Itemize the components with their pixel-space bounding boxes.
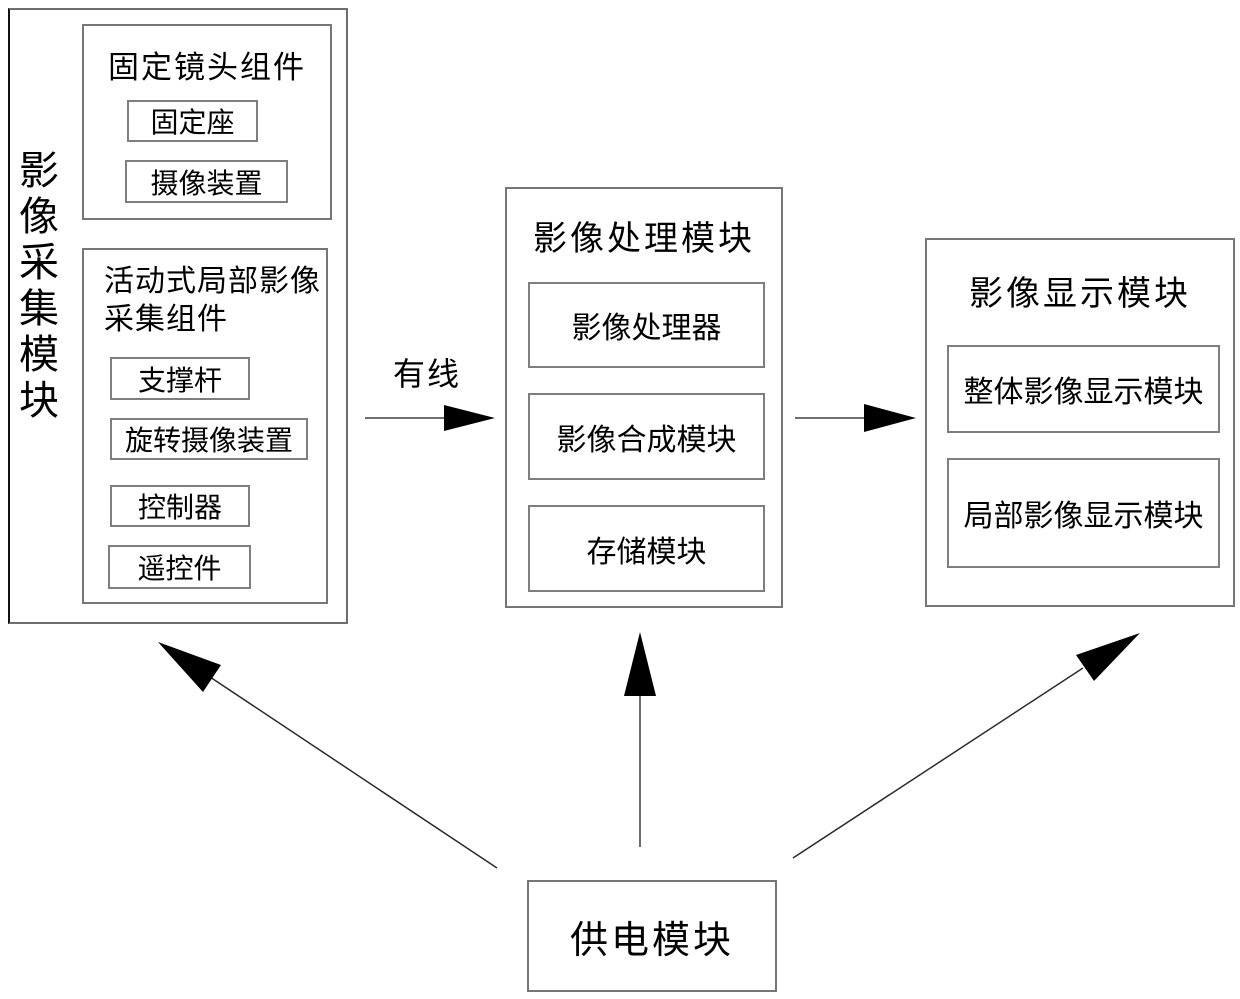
local-image-display-box: 局部影像显示模块 (947, 458, 1220, 568)
power-module-label: 供电模块 (569, 919, 734, 962)
fixed-lens-assembly-title: 固定镜头组件 (108, 50, 306, 85)
fixed-mount-box: 固定座 (127, 100, 258, 142)
arrow-power-to-capture (158, 642, 498, 869)
image-processor-label: 影像处理器 (571, 312, 722, 345)
image-synthesis-box: 影像合成模块 (528, 393, 765, 480)
arrow-power-to-display (792, 633, 1140, 859)
image-capture-module-label: 影像采集模块 (19, 148, 59, 423)
rotating-camera-label: 旋转摄像装置 (124, 426, 293, 457)
storage-module-label: 存储模块 (586, 535, 707, 569)
overall-image-display-label: 整体影像显示模块 (963, 376, 1204, 409)
arrow-processing-to-display (795, 404, 916, 432)
controller-box: 控制器 (110, 485, 250, 527)
movable-local-capture-assembly-title: 活动式局部影像采集组件 (104, 265, 321, 336)
power-module-box: 供电模块 (527, 880, 777, 992)
fixed-mount-label: 固定座 (150, 108, 235, 139)
remote-control-box: 遥控件 (108, 545, 251, 589)
image-display-module-title: 影像显示模块 (969, 276, 1191, 313)
camera-device-label: 摄像装置 (150, 168, 263, 200)
camera-device-box: 摄像装置 (125, 160, 288, 203)
arrow-capture-to-processing (365, 405, 495, 431)
remote-control-label: 遥控件 (137, 554, 222, 585)
support-rod-label: 支撑杆 (137, 365, 222, 397)
rotating-camera-box: 旋转摄像装置 (110, 418, 308, 460)
overall-image-display-box: 整体影像显示模块 (947, 345, 1220, 433)
wired-connection-label: 有线 (393, 356, 462, 392)
image-synthesis-label: 影像合成模块 (556, 423, 737, 457)
local-image-display-label: 局部影像显示模块 (963, 500, 1204, 533)
support-rod-box: 支撑杆 (110, 357, 250, 400)
image-processor-box: 影像处理器 (528, 282, 765, 368)
arrow-power-to-processing (624, 632, 656, 847)
controller-label: 控制器 (137, 493, 222, 524)
storage-module-box: 存储模块 (528, 505, 765, 592)
image-processing-module-title: 影像处理模块 (533, 221, 755, 258)
